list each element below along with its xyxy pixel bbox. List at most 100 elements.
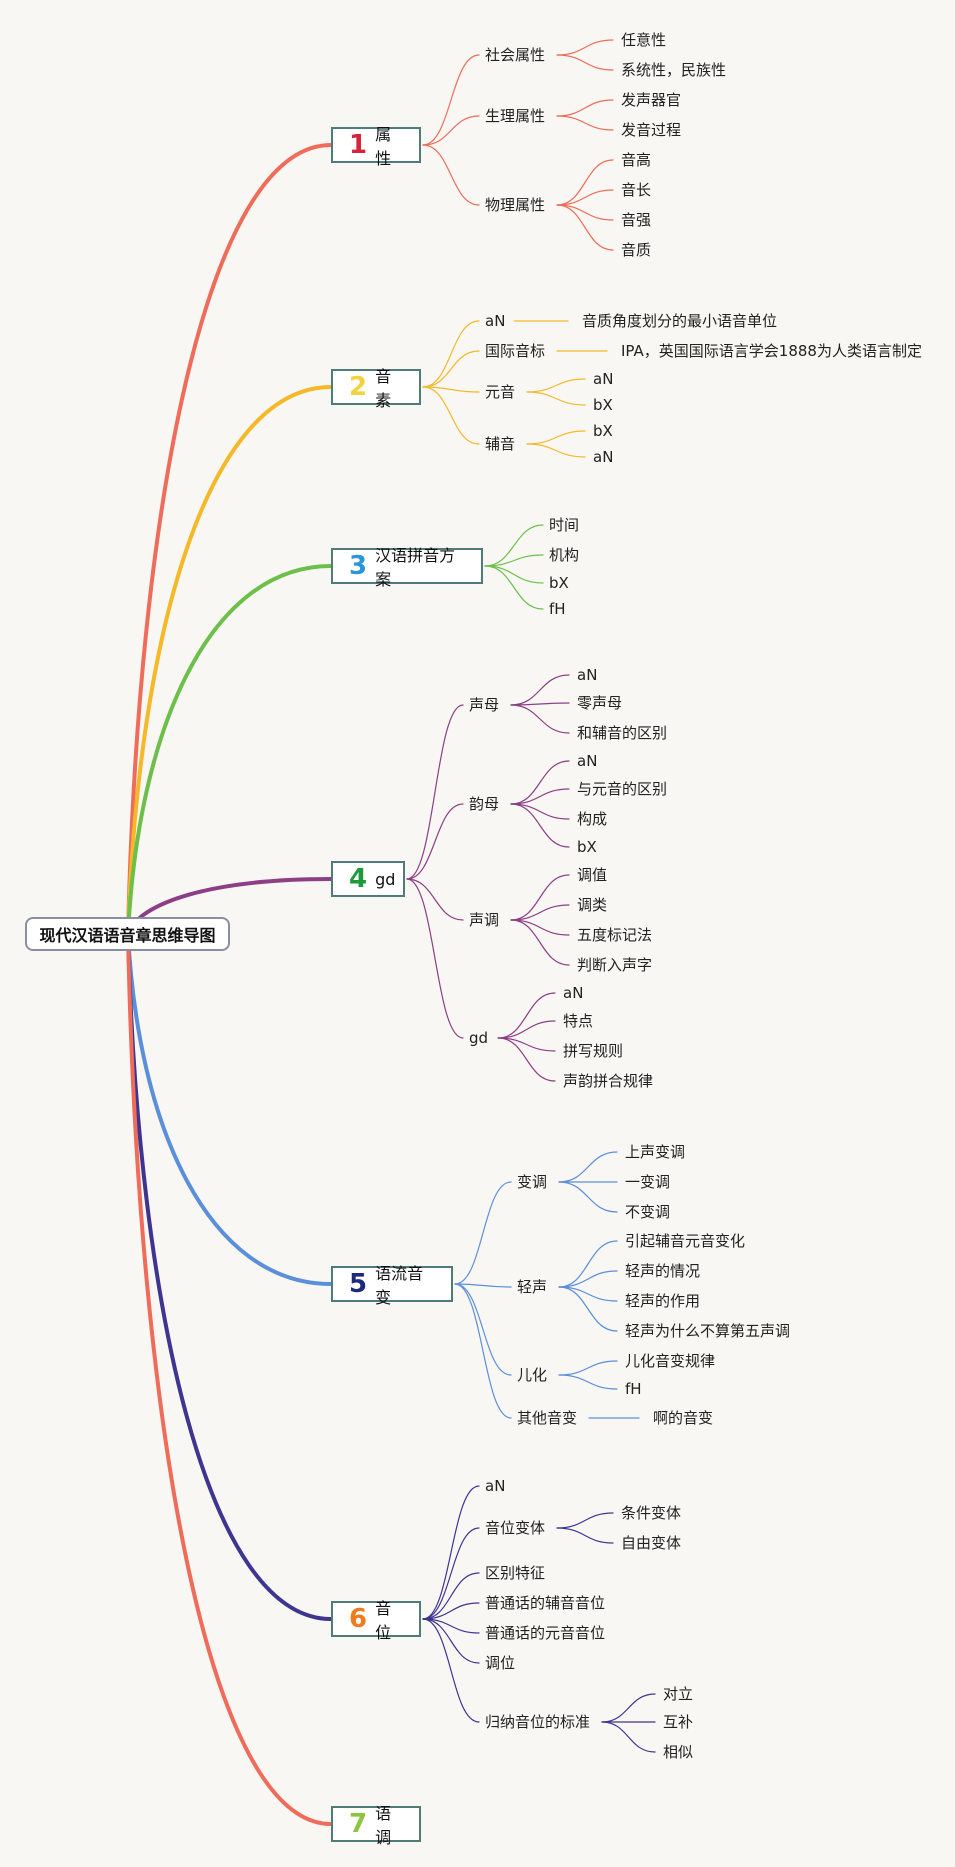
subtopic-node[interactable]: 轻声的作用 [625, 1292, 701, 1310]
branch-4-sublink [510, 803, 570, 848]
branch-4-link-4 [406, 878, 464, 1039]
subtopic-node[interactable]: 音长 [621, 181, 652, 199]
topic-node[interactable]: aN [485, 312, 506, 330]
subtopic-node[interactable]: 判断入声字 [577, 956, 653, 974]
subtopic-node[interactable]: aN [593, 448, 614, 466]
subtopic-node[interactable]: 调值 [577, 866, 608, 884]
branch-1-sublink [556, 204, 614, 251]
subtopic-node[interactable]: 任意性 [621, 31, 667, 49]
topic-node[interactable]: 普通话的辅音音位 [485, 1594, 606, 1612]
subtopic-node[interactable]: 轻声为什么不算第五声调 [625, 1322, 791, 1340]
topic-node[interactable]: 归纳音位的标准 [485, 1713, 591, 1731]
subtopic-node[interactable]: 轻声的情况 [625, 1262, 701, 1280]
subtopic-node[interactable]: 音强 [621, 211, 652, 229]
subtopic-node[interactable]: aN [577, 666, 598, 684]
topic-node[interactable]: aN [485, 1477, 506, 1495]
subtopic-node[interactable]: aN [577, 752, 598, 770]
subtopic-node[interactable]: 发声器官 [621, 91, 682, 109]
subtopic-node[interactable]: 声韵拼合规律 [563, 1072, 654, 1090]
subtopic-node[interactable]: 构成 [577, 810, 608, 828]
root-node[interactable]: 现代汉语语音章思维导图 [25, 917, 230, 951]
subtopic-node[interactable]: 对立 [663, 1685, 694, 1703]
subtopic-node[interactable]: 音高 [621, 151, 652, 169]
subtopic-node[interactable]: 特点 [563, 1012, 594, 1030]
subtopic-node[interactable]: 发音过程 [621, 121, 682, 139]
topic-node[interactable]: 音位变体 [485, 1519, 546, 1537]
subtopic-node[interactable]: 音质角度划分的最小语音单位 [582, 312, 778, 330]
subtopic-node[interactable]: 一变调 [625, 1173, 671, 1191]
branch-6-link-7 [422, 1618, 480, 1723]
subtopic-node[interactable]: 音质 [621, 241, 652, 259]
branch-6-link-3 [422, 1572, 480, 1620]
branch-3-link-1 [484, 524, 544, 567]
subtopic-node[interactable]: bX [593, 422, 613, 440]
subtopic-node[interactable]: 儿化音变规律 [625, 1352, 716, 1370]
subtopic-node[interactable]: 自由变体 [621, 1534, 682, 1552]
branch-4-link-1 [406, 704, 464, 880]
branch-2-sublink [526, 378, 586, 393]
subtopic-node[interactable]: 互补 [663, 1713, 694, 1731]
subtopic-node[interactable]: 啊的音变 [653, 1409, 714, 1427]
topic-node[interactable]: 时间 [549, 516, 580, 534]
subtopic-node[interactable]: bX [593, 396, 613, 414]
topic-node[interactable]: 儿化 [517, 1366, 548, 1384]
subtopic-node[interactable]: 零声母 [577, 694, 623, 712]
subtopic-node[interactable]: 上声变调 [625, 1143, 686, 1161]
subtopic-node[interactable]: 和辅音的区别 [577, 724, 668, 742]
subtopic-node[interactable]: 五度标记法 [577, 926, 653, 944]
subtopic-node[interactable]: 系统性，民族性 [621, 61, 727, 79]
subtopic-node[interactable]: aN [563, 984, 584, 1002]
topic-node[interactable]: 辅音 [485, 435, 516, 453]
topic-node[interactable]: 声调 [469, 911, 500, 929]
subtopic-node[interactable]: aN [593, 370, 614, 388]
branch-1-connector [126, 143, 333, 936]
topic-node[interactable]: 社会属性 [485, 46, 546, 64]
topic-node[interactable]: 声母 [469, 696, 500, 714]
topic-node[interactable]: gd [469, 1029, 489, 1047]
topic-node[interactable]: 区别特征 [485, 1564, 546, 1582]
branch-2-sublink [526, 443, 586, 458]
branch-number-icon: 6 [349, 1604, 368, 1634]
subtopic-node[interactable]: 与元音的区别 [577, 780, 668, 798]
subtopic-node[interactable]: 条件变体 [621, 1504, 682, 1522]
branch-number-icon: 2 [349, 372, 368, 402]
topic-node[interactable]: 国际音标 [485, 342, 546, 360]
topic-node[interactable]: 韵母 [469, 795, 500, 813]
branch-3-connector [126, 564, 333, 936]
branch-6-link-1 [422, 1485, 480, 1620]
topic-node[interactable]: 生理属性 [485, 107, 546, 125]
branch-4-sublink [497, 1037, 556, 1082]
subtopic-node[interactable]: bX [577, 838, 597, 856]
topic-node[interactable]: 普通话的元音音位 [485, 1624, 606, 1642]
branch-1-sublink [556, 204, 614, 221]
subtopic-node[interactable]: 相似 [663, 1743, 694, 1761]
subtopic-node[interactable]: IPA，英国国际语言学会1888为人类语言制定 [621, 342, 922, 360]
topic-node[interactable]: 其他音变 [517, 1409, 578, 1427]
branch-number-icon: 3 [349, 551, 368, 581]
branch-5-link-4 [454, 1283, 512, 1419]
subtopic-node[interactable]: 引起辅音元音变化 [625, 1232, 746, 1250]
topic-node[interactable]: 轻声 [517, 1278, 548, 1296]
branch-7-connector [126, 932, 333, 1826]
topic-node[interactable]: 元音 [485, 383, 516, 401]
topic-node[interactable]: bX [549, 574, 569, 592]
topic-node[interactable]: fH [549, 600, 566, 618]
topic-node[interactable]: 物理属性 [485, 196, 546, 214]
subtopic-node[interactable]: 不变调 [625, 1203, 671, 1221]
branch-4-sublink [510, 919, 570, 936]
subtopic-node[interactable]: fH [625, 1380, 642, 1398]
topic-node[interactable]: 变调 [517, 1173, 548, 1191]
subtopic-node[interactable]: 调类 [577, 896, 608, 914]
subtopic-node[interactable]: 拼写规则 [563, 1042, 624, 1060]
branch-4-sublink [497, 1037, 556, 1052]
topic-node[interactable]: 调位 [485, 1654, 516, 1672]
topic-node[interactable]: 机构 [549, 546, 580, 564]
